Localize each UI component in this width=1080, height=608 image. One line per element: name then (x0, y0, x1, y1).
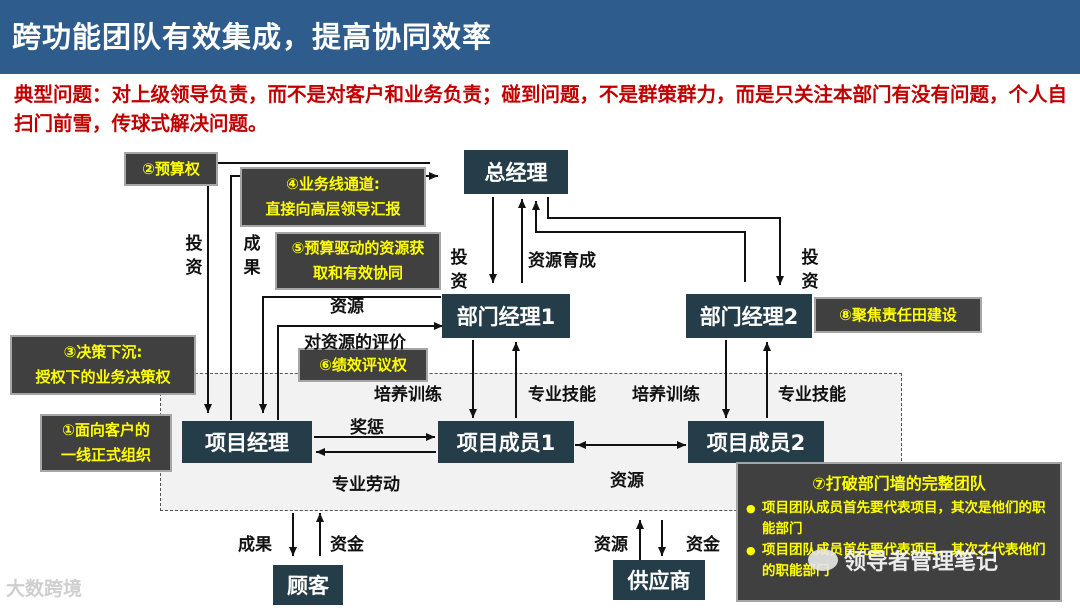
result-customer-label: 成果 (238, 535, 272, 555)
project-member-1-node: 项目成员1 (438, 421, 574, 463)
header-bar: 跨功能团队有效集成，提高协同效率 (0, 0, 1080, 74)
invest-arrow-dm2 (547, 197, 784, 285)
performance-tag-text: ⑥绩效评议权 (319, 355, 407, 374)
project-manager-node: 项目经理 (182, 421, 312, 463)
performance-tag: ⑥绩效评议权 (298, 348, 428, 382)
focus-tag: ⑧聚焦责任田建设 (814, 297, 982, 333)
watermark-left: 大数跨境 (6, 578, 83, 600)
reward-label: 奖惩 (350, 418, 384, 438)
dept-manager-2-node: 部门经理2 (686, 294, 812, 338)
budget-resource-tag: ⑤预算驱动的资源获 取和有效协同 (275, 232, 441, 290)
wechat-icon (808, 549, 838, 571)
invest-label-dm2: 投资 (801, 248, 819, 292)
customer-facing-line1: ①面向客户的 (62, 421, 150, 439)
budget-tag: ②预算权 (124, 152, 218, 186)
resource-members-label: 资源 (610, 471, 644, 491)
complete-team-item-1: 项目团队成员首先要代表项目，其次是他们的职能部门 (746, 498, 1052, 540)
watermark-right: 领导者管理笔记 (808, 544, 998, 576)
customer-facing-line2: 一线正式组织 (60, 446, 151, 464)
complete-team-box: ⑦打破部门墙的完整团队 项目团队成员首先要代表项目，其次是他们的职能部门 项目团… (736, 462, 1062, 602)
resource-label: 资源 (330, 297, 364, 317)
budget-resource-line2: 取和有效协同 (312, 264, 403, 282)
problem-statement: 典型问题：对上级领导负责，而不是对客户和业务负责；碰到问题，不是群策群力，而是只… (14, 83, 1068, 135)
fund-customer-label: 资金 (330, 535, 364, 555)
decision-line1: ③决策下沉: (63, 343, 143, 361)
page-title: 跨功能团队有效集成，提高协同效率 (12, 20, 493, 54)
invest-label-dm1: 投资 (450, 248, 468, 292)
skill-label-2: 专业技能 (778, 385, 846, 405)
business-channel-line1: ④业务线通道: (286, 175, 380, 193)
resource-arrow-pm (259, 296, 441, 413)
decision-line2: 授权下的业务决策权 (35, 368, 171, 386)
resource-dev-label: 资源育成 (528, 251, 596, 271)
business-channel-line2: 直接向高层领导汇报 (265, 200, 401, 218)
budget-resource-line1: ⑤预算驱动的资源获 (291, 239, 425, 257)
focus-tag-text: ⑧聚焦责任田建设 (839, 305, 957, 324)
watermark-right-text: 领导者管理笔记 (844, 550, 999, 575)
general-manager-node: 总经理 (464, 150, 568, 194)
train-label-2: 培养训练 (632, 385, 700, 405)
eval-label: 对资源的评价 (304, 333, 406, 353)
complete-team-title: ⑦打破部门墙的完整团队 (812, 474, 986, 493)
decision-tag: ③决策下沉: 授权下的业务决策权 (10, 335, 196, 395)
resource-dev-return (532, 201, 746, 282)
train-label-1: 培养训练 (374, 385, 442, 405)
project-member-2-node: 项目成员2 (688, 421, 824, 463)
business-channel-tag: ④业务线通道: 直接向高层领导汇报 (240, 167, 426, 227)
skill-label-1: 专业技能 (528, 385, 596, 405)
customer-node: 顾客 (273, 565, 343, 605)
budget-tag-text: ②预算权 (142, 159, 200, 178)
resource-supplier-label: 资源 (594, 535, 628, 555)
eval-arrow-dm1 (277, 322, 443, 420)
invest-label-left: 投资 (185, 234, 203, 278)
labor-label: 专业劳动 (332, 475, 400, 495)
supplier-node: 供应商 (613, 560, 705, 600)
dept-manager-1-node: 部门经理1 (442, 294, 570, 338)
fund-supplier-label: 资金 (686, 535, 720, 555)
customer-facing-tag: ①面向客户的 一线正式组织 (40, 414, 172, 472)
result-label-left: 成果 (243, 234, 261, 278)
